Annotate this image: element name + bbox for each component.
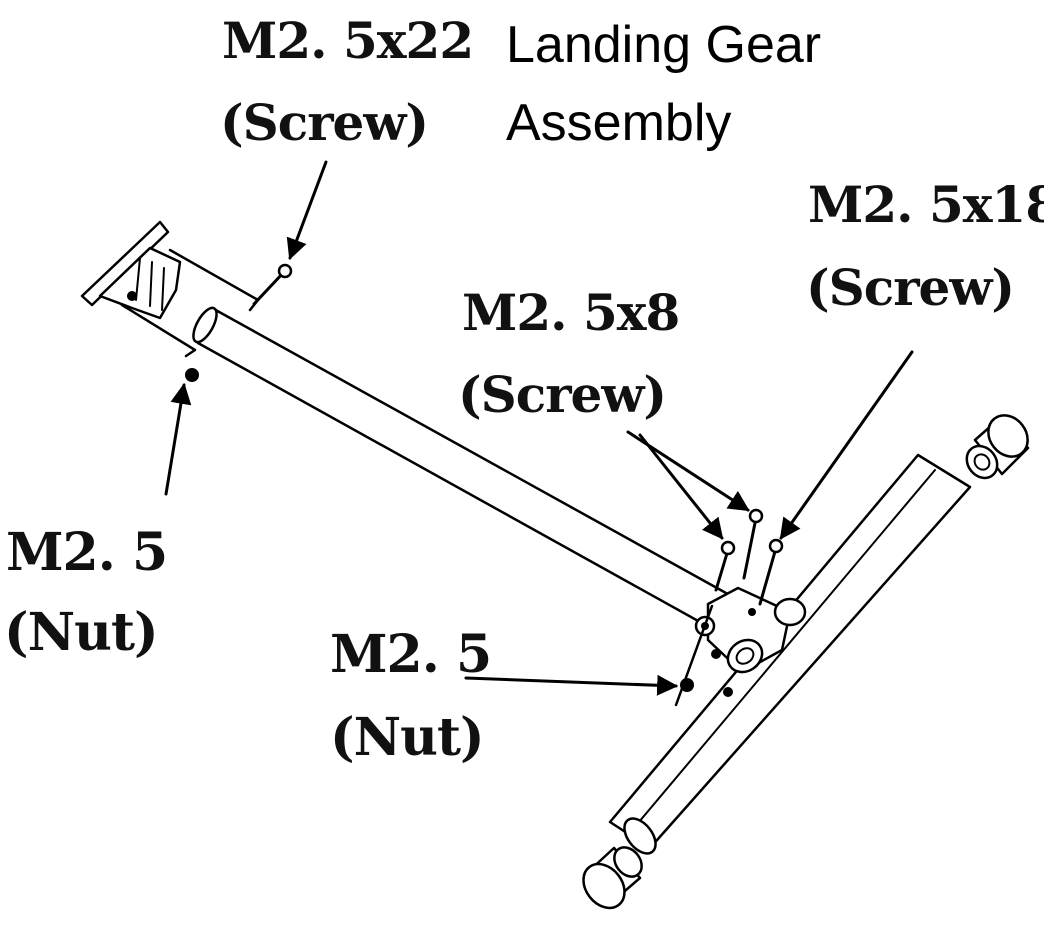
skid-tube bbox=[608, 453, 972, 855]
leader-m25x8-a bbox=[638, 433, 724, 540]
label-m25x22-size: M2. 5x22 bbox=[222, 11, 473, 70]
label-m25x18-type: (Screw) bbox=[806, 258, 1014, 317]
nut-left bbox=[185, 368, 199, 382]
leader-nut-left bbox=[164, 382, 192, 496]
end-cap-bottom bbox=[582, 846, 643, 910]
screw-m25x8-a bbox=[714, 540, 736, 592]
label-nut-bottom-size: M2. 5 bbox=[330, 624, 491, 685]
screw-m25x8-b bbox=[742, 508, 764, 580]
label-m25x8-type: (Screw) bbox=[458, 365, 666, 424]
leader-nut-bottom bbox=[464, 674, 679, 696]
nut-bottom bbox=[674, 604, 733, 707]
label-nut-left-size: M2. 5 bbox=[6, 522, 167, 583]
leg-tube bbox=[192, 306, 737, 634]
end-cap-top bbox=[965, 414, 1030, 480]
screw-m25x18 bbox=[758, 538, 784, 606]
leader-m25x8-b bbox=[626, 430, 750, 512]
screw-m25x22 bbox=[252, 263, 293, 306]
label-nut-bottom-type: (Nut) bbox=[330, 707, 484, 768]
joint-block bbox=[694, 586, 807, 674]
label-m25x22-type: (Screw) bbox=[220, 93, 428, 152]
leader-m25x22 bbox=[286, 160, 328, 260]
label-nut-left-type: (Nut) bbox=[4, 602, 158, 663]
title-line2: Assembly bbox=[506, 94, 731, 152]
title-line1: Landing Gear bbox=[506, 16, 821, 74]
leader-m25x18 bbox=[779, 350, 914, 540]
label-m25x8-size: M2. 5x8 bbox=[462, 283, 679, 342]
label-m25x18-size: M2. 5x18 bbox=[808, 175, 1044, 234]
